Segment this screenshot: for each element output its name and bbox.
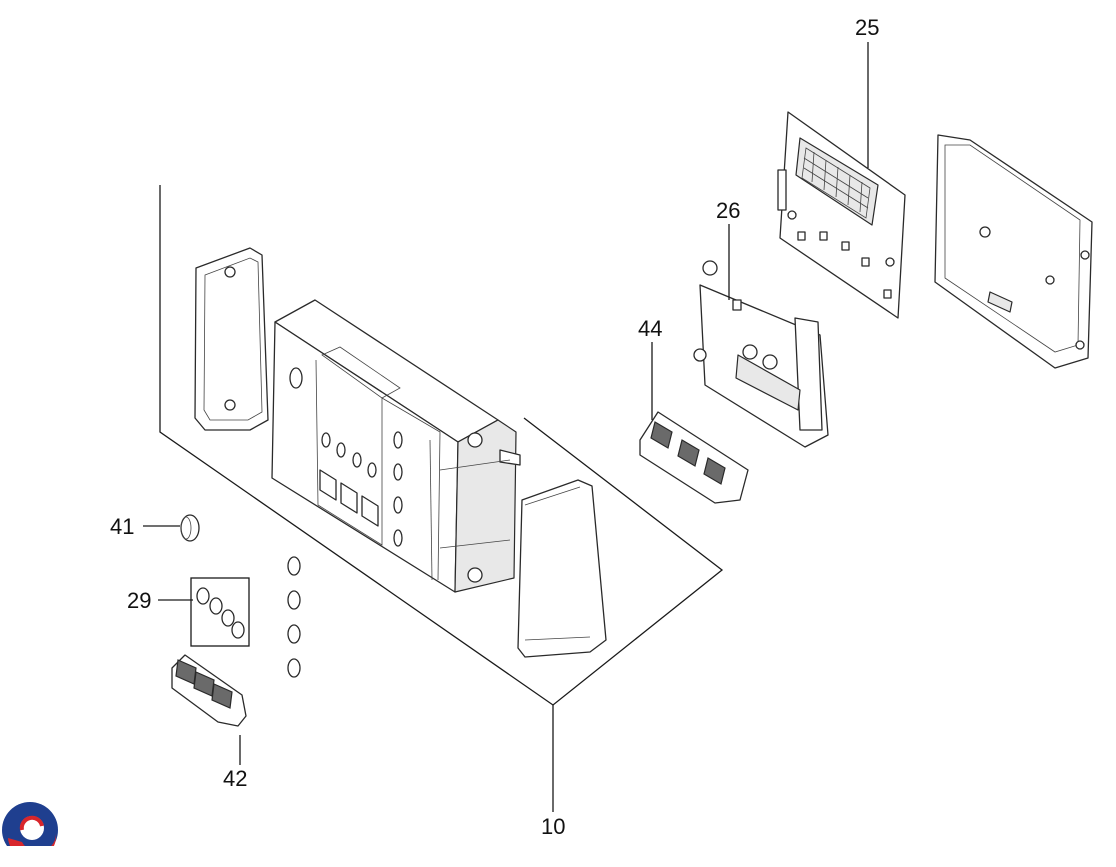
right-end-cap (517, 479, 607, 658)
cap-41 (180, 514, 200, 542)
rear-case (934, 134, 1093, 369)
keypad-44 (639, 411, 749, 504)
brand-logo (0, 802, 60, 862)
callout-26: 26 (716, 198, 740, 223)
callout-25: 25 (855, 15, 879, 40)
button-set-29 (190, 577, 250, 647)
callout-10: 10 (541, 814, 565, 839)
loose-buttons (287, 556, 301, 678)
callout-42: 42 (223, 766, 247, 791)
callout-41: 41 (110, 514, 134, 539)
callout-44: 44 (638, 316, 662, 341)
callout-29: 29 (127, 588, 151, 613)
left-end-cap (194, 247, 269, 431)
main-housing (271, 299, 521, 593)
assembly-10-outline (159, 185, 724, 812)
leader-lines (143, 42, 869, 765)
callout-labels: 25 26 44 41 29 42 10 (110, 15, 879, 839)
control-pcb (693, 260, 829, 448)
keypad-42 (171, 654, 247, 727)
display-pcb (777, 111, 906, 319)
